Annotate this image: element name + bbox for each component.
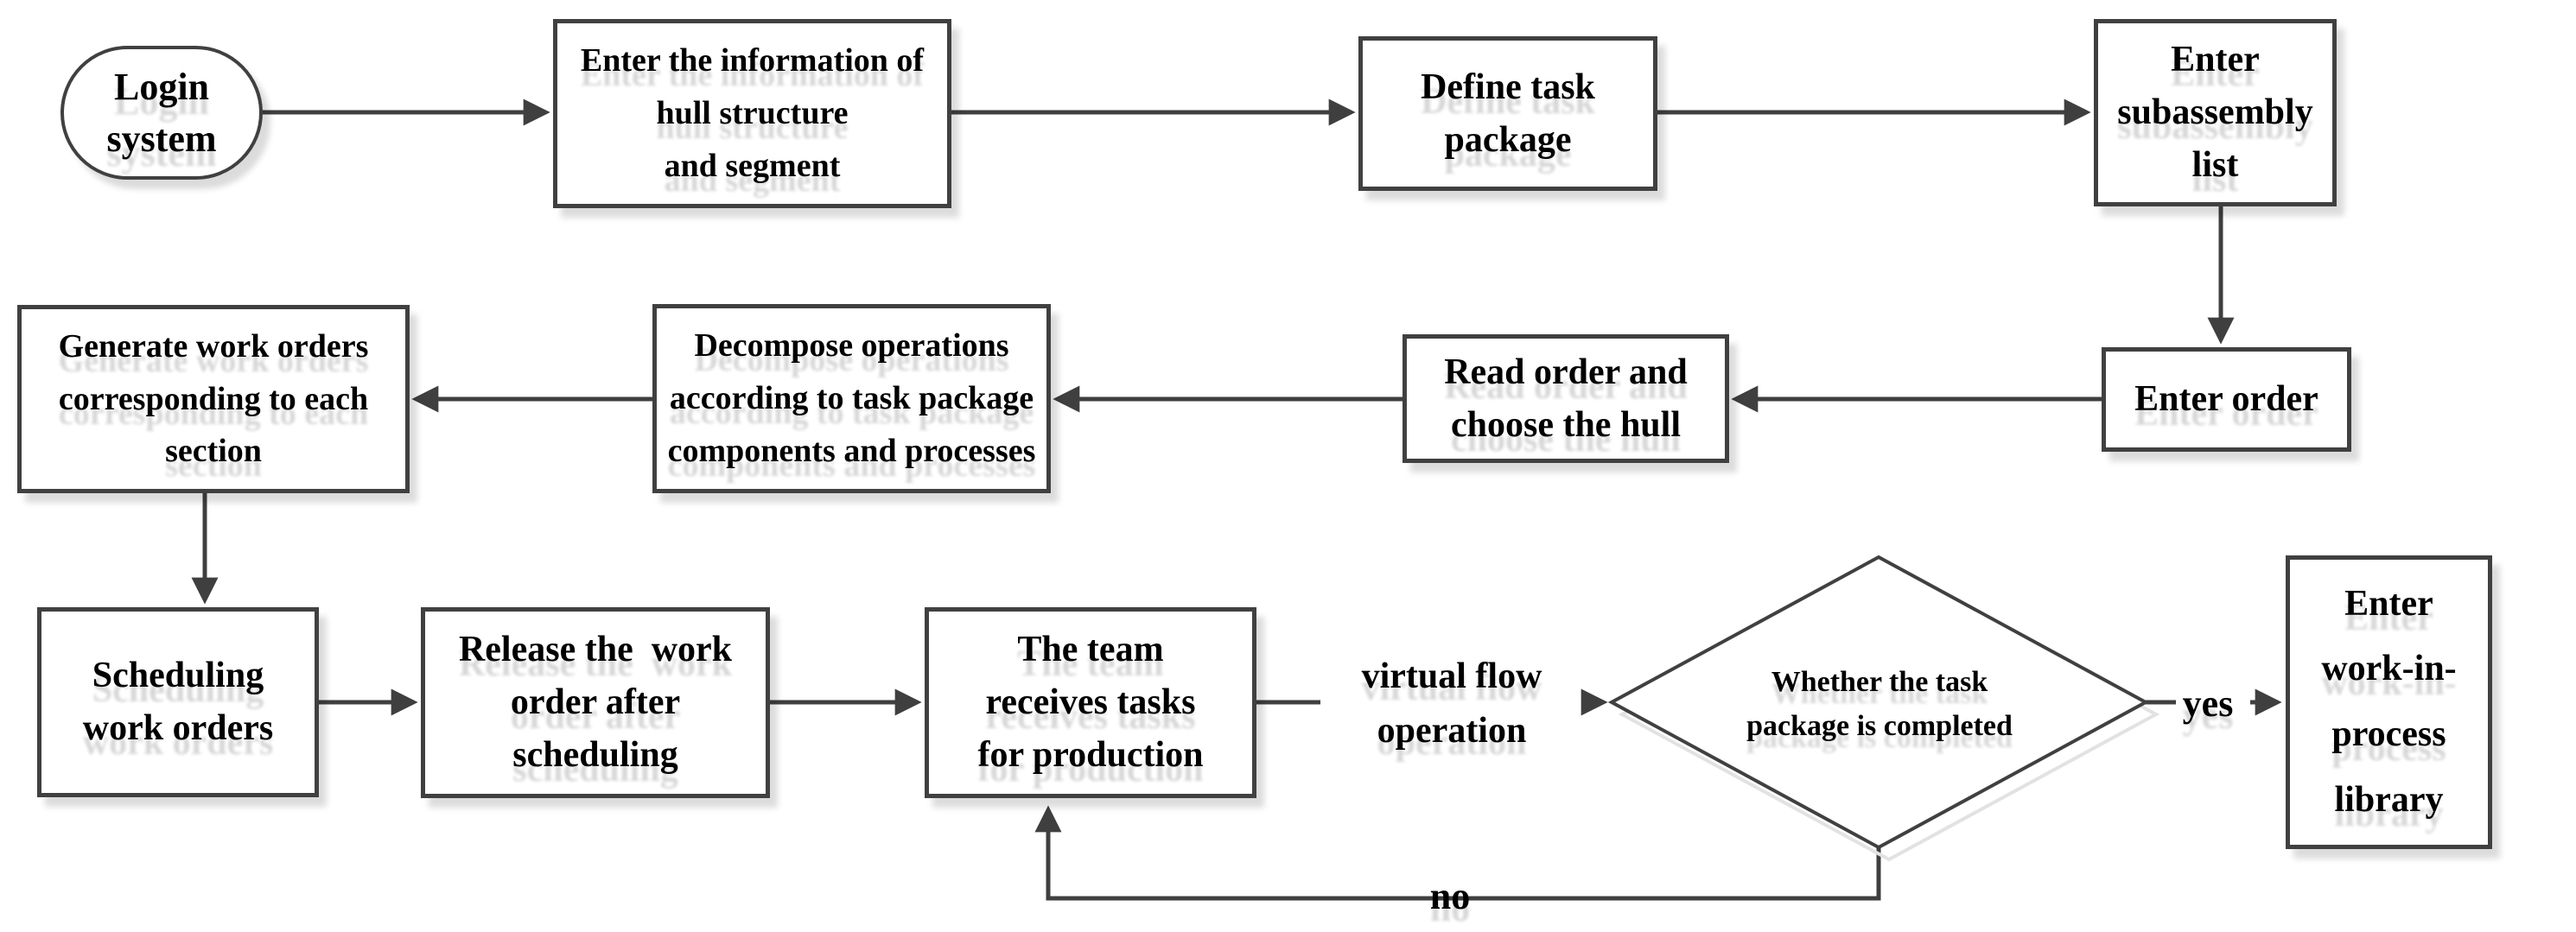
node-enter-order-label: Enter order bbox=[2134, 379, 2318, 420]
edge-label-yes: yes bbox=[2165, 675, 2251, 731]
node-decompose-operations: Decompose operations according to task p… bbox=[652, 304, 1051, 493]
node-decision-task-package-completed: Whether the task package is completed bbox=[1668, 639, 2091, 769]
node-generate-work-orders: Generate work orders corresponding to ea… bbox=[17, 305, 410, 493]
node-enter-hull-structure-info-label: Enter the information of hull structure … bbox=[580, 42, 925, 184]
node-enter-subassembly-list: Enter subassembly list bbox=[2094, 19, 2337, 206]
edge-label-no: no bbox=[1398, 865, 1502, 926]
node-enter-wip-library-label: Enter work-in- process library bbox=[2321, 583, 2457, 820]
edge-label-virtual-flow-operation-text: virtual flow operation bbox=[1361, 656, 1542, 751]
node-team-receives-tasks: The team receives tasks for production bbox=[925, 607, 1256, 798]
node-read-order-choose-hull: Read order and choose the hull bbox=[1402, 334, 1729, 463]
node-login-system-label: Login system bbox=[106, 66, 217, 160]
node-enter-order: Enter order bbox=[2102, 347, 2351, 452]
node-team-receives-tasks-label: The team receives tasks for production bbox=[977, 630, 1204, 775]
decision-diamond bbox=[1607, 555, 2150, 850]
edge-label-yes-text: yes bbox=[2182, 682, 2234, 725]
node-login-system: Login system bbox=[60, 46, 263, 180]
node-decision-label: Whether the task package is completed bbox=[1746, 666, 2013, 742]
node-release-work-order: Release the work order after scheduling bbox=[421, 607, 770, 798]
node-decompose-operations-label: Decompose operations according to task p… bbox=[667, 327, 1036, 469]
node-generate-work-orders-label: Generate work orders corresponding to ea… bbox=[58, 327, 369, 470]
node-define-task-package: Define task package bbox=[1358, 36, 1657, 191]
edge-decision-no-team bbox=[1034, 805, 1881, 901]
node-read-order-choose-hull-label: Read order and choose the hull bbox=[1444, 352, 1688, 445]
node-release-work-order-label: Release the work order after scheduling bbox=[458, 630, 733, 775]
node-enter-wip-library: Enter work-in- process library bbox=[2286, 555, 2492, 849]
node-scheduling-work-orders: Scheduling work orders bbox=[37, 607, 319, 797]
node-scheduling-work-orders-label: Scheduling work orders bbox=[82, 656, 274, 748]
edge-label-no-text: no bbox=[1429, 874, 1471, 917]
edge-label-virtual-flow-operation: virtual flow operation bbox=[1296, 644, 1607, 764]
node-define-task-package-label: Define task package bbox=[1421, 67, 1595, 160]
node-enter-hull-structure-info: Enter the information of hull structure … bbox=[553, 19, 951, 208]
node-enter-subassembly-list-label: Enter subassembly list bbox=[2117, 40, 2313, 185]
